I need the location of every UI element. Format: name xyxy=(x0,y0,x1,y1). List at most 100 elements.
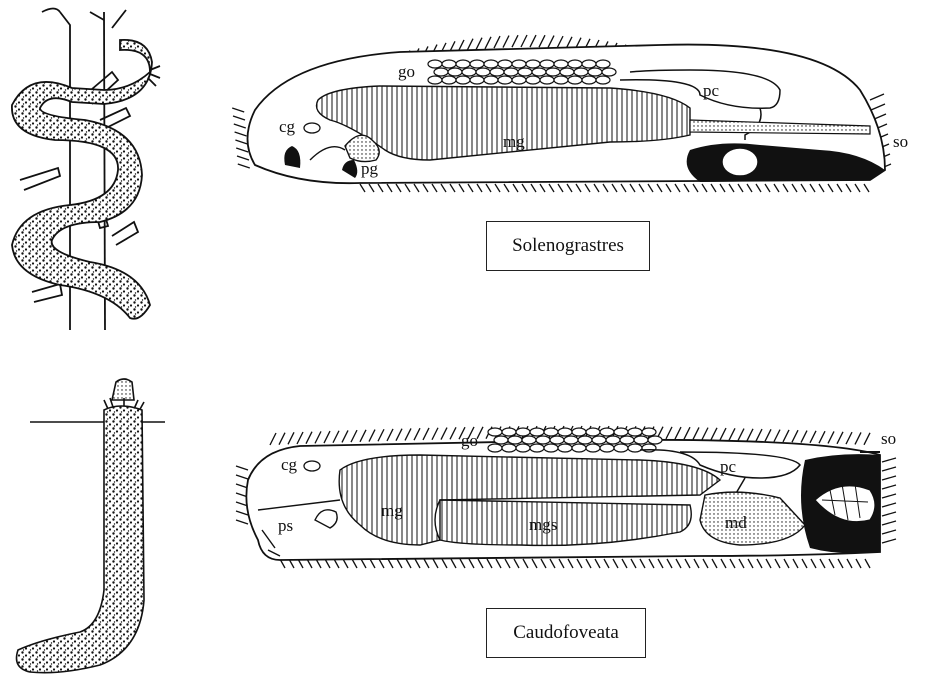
spicule xyxy=(585,184,590,192)
spicule xyxy=(675,427,681,439)
gonad-follicle xyxy=(554,60,568,68)
label-mt: mt xyxy=(729,153,747,172)
gonad-follicle xyxy=(462,68,476,76)
gonad-follicle xyxy=(614,428,628,436)
spicule xyxy=(478,559,483,568)
spicule xyxy=(630,184,635,192)
spicule xyxy=(793,559,798,568)
spicule xyxy=(451,559,456,568)
spicule xyxy=(855,184,860,192)
spicule xyxy=(720,184,725,192)
spicule xyxy=(523,559,528,568)
spicule xyxy=(379,559,384,568)
spicule xyxy=(792,430,798,442)
spicule xyxy=(513,184,518,192)
label-cg: cg xyxy=(281,455,298,474)
spicule xyxy=(505,559,510,568)
spicule xyxy=(468,184,473,192)
gonad-follicle xyxy=(558,428,572,436)
spicule xyxy=(765,184,770,192)
spicule xyxy=(649,559,654,568)
gonad-follicle xyxy=(488,428,502,436)
spicule xyxy=(387,429,393,441)
gonad-follicle xyxy=(564,436,578,444)
spicule xyxy=(370,559,375,568)
spicule xyxy=(388,559,393,568)
spicule xyxy=(424,559,429,568)
gonad-follicle xyxy=(546,68,560,76)
spicule xyxy=(270,433,276,445)
gonad-follicle xyxy=(498,76,512,84)
spicule xyxy=(882,503,896,507)
gonad-follicle xyxy=(476,68,490,76)
spicule xyxy=(829,559,834,568)
gonad-follicle xyxy=(488,444,502,452)
gonad-follicle xyxy=(530,444,544,452)
spicule xyxy=(476,38,482,50)
spicule xyxy=(351,430,357,442)
spicule xyxy=(540,184,545,192)
gonad-follicle xyxy=(544,428,558,436)
spicule xyxy=(238,164,250,168)
gonad-follicle xyxy=(502,428,516,436)
spicule xyxy=(684,427,690,439)
spicule xyxy=(711,184,716,192)
spicule xyxy=(387,184,392,192)
gonad-follicle xyxy=(484,60,498,68)
gonad-follicle xyxy=(628,428,642,436)
spicule xyxy=(233,116,245,120)
spicule xyxy=(595,559,600,568)
spicule xyxy=(747,184,752,192)
spicule xyxy=(433,559,438,568)
spicule xyxy=(378,184,383,192)
label-ps: ps xyxy=(278,516,293,535)
spicule xyxy=(557,36,563,48)
spicule xyxy=(236,520,248,524)
spicule xyxy=(882,485,896,489)
spicule xyxy=(236,511,248,515)
spicule xyxy=(631,559,636,568)
spicule xyxy=(279,433,285,445)
spicule xyxy=(396,184,401,192)
label-so: so xyxy=(893,132,908,151)
spicule xyxy=(810,184,815,192)
spicule xyxy=(477,184,482,192)
gonad-follicle xyxy=(494,436,508,444)
spicule xyxy=(503,36,509,48)
spicule xyxy=(882,521,896,525)
spicule xyxy=(432,428,438,440)
spicule xyxy=(495,184,500,192)
spicule xyxy=(441,428,447,440)
spicule xyxy=(352,559,357,568)
spicule xyxy=(315,431,321,443)
gonad-follicle xyxy=(606,436,620,444)
gonad-follicle xyxy=(442,76,456,84)
spicule xyxy=(459,184,464,192)
spicule xyxy=(865,559,870,568)
gonad-follicle xyxy=(540,76,554,84)
spicule xyxy=(586,559,591,568)
gonad-follicle xyxy=(578,436,592,444)
label-go: go xyxy=(461,431,478,450)
gonad-follicle xyxy=(518,68,532,76)
spicule xyxy=(522,184,527,192)
spicule xyxy=(819,184,824,192)
gonad-follicle xyxy=(592,436,606,444)
gonad-follicle xyxy=(642,428,656,436)
spicule xyxy=(577,559,582,568)
gonad-follicle xyxy=(558,444,572,452)
spicule xyxy=(684,184,689,192)
gonad-follicle xyxy=(484,76,498,84)
spicule xyxy=(801,184,806,192)
spicule xyxy=(738,184,743,192)
spicule xyxy=(864,184,869,192)
spicule xyxy=(855,432,861,444)
spicule xyxy=(784,559,789,568)
label-pg: pg xyxy=(361,159,379,178)
spicule xyxy=(774,430,780,442)
spicule xyxy=(550,559,555,568)
spicule xyxy=(559,559,564,568)
spicule xyxy=(361,559,366,568)
spicule xyxy=(640,559,645,568)
